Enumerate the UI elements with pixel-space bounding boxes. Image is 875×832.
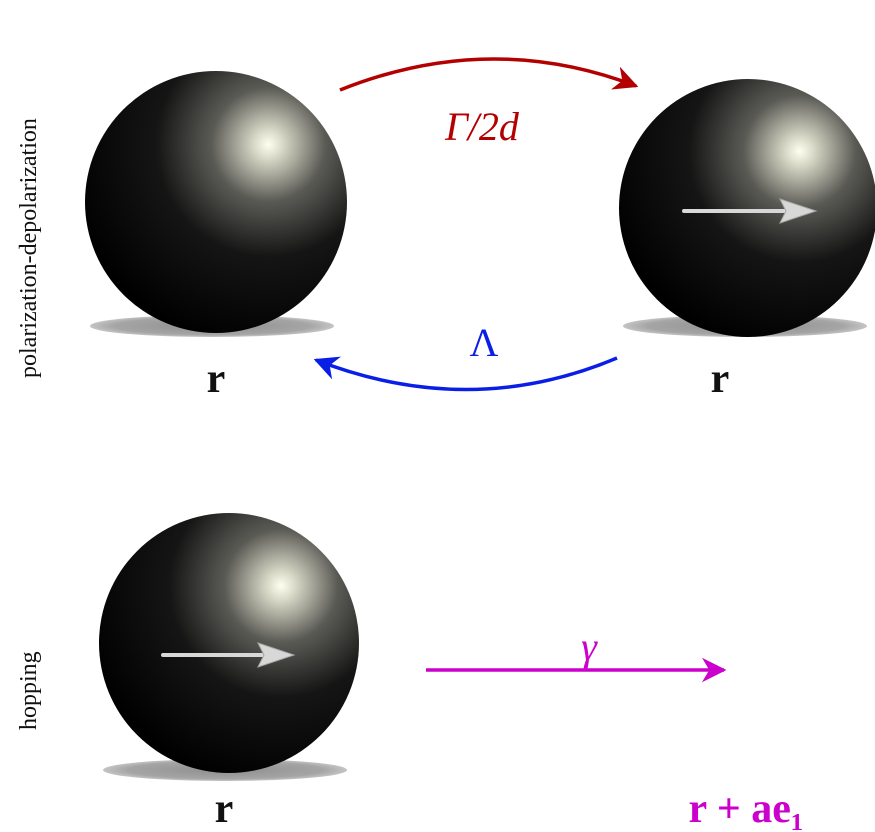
position-label-bottom-left: r bbox=[215, 786, 234, 832]
sphere-icon bbox=[619, 79, 875, 337]
depolarization-rate-arrow bbox=[313, 356, 618, 392]
position-label-top-right: r bbox=[711, 356, 730, 402]
polarized-particle bbox=[619, 79, 875, 337]
polarization-arrow-icon bbox=[682, 198, 818, 224]
hopping-particle bbox=[99, 513, 359, 781]
hop-target-position-label: r + ae₁ bbox=[688, 786, 803, 832]
sphere-icon bbox=[99, 513, 359, 773]
hopping-section-label: hopping bbox=[16, 651, 42, 730]
polarization-rate-arrow bbox=[339, 57, 639, 92]
polarization-rate-label: Γ/2d bbox=[444, 104, 520, 149]
hopping-rate-label: γ bbox=[581, 624, 598, 669]
position-label-top-left: r bbox=[207, 356, 226, 402]
sphere-icon bbox=[85, 71, 347, 333]
polarization-section-label: polarization-depolarization bbox=[16, 118, 42, 378]
depolarization-rate-label: Λ bbox=[469, 320, 498, 365]
polarization-arrow-icon bbox=[161, 642, 296, 668]
unpolarized-particle bbox=[85, 71, 347, 337]
